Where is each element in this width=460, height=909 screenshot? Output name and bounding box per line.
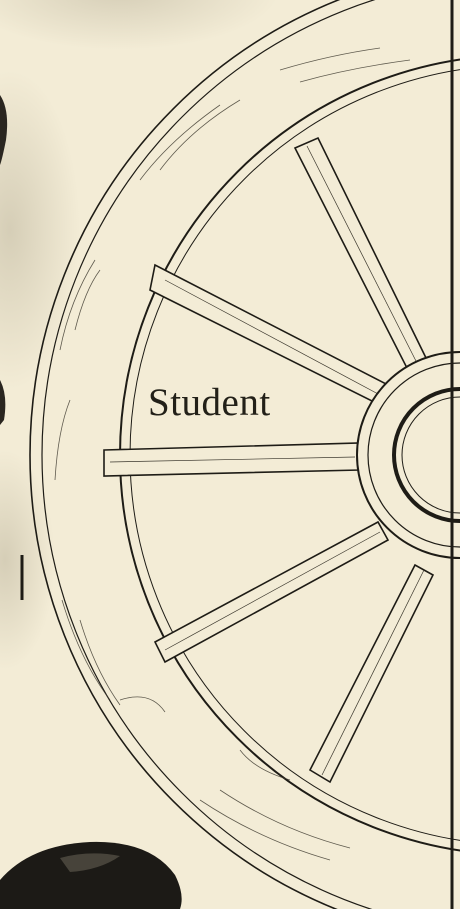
background-shadow-left xyxy=(0,70,80,390)
background-shadow-top xyxy=(0,0,280,50)
photo-fragment-bottom xyxy=(0,842,182,909)
background-shadow-left-lower xyxy=(0,450,55,670)
spoke-label: Student xyxy=(148,380,271,425)
